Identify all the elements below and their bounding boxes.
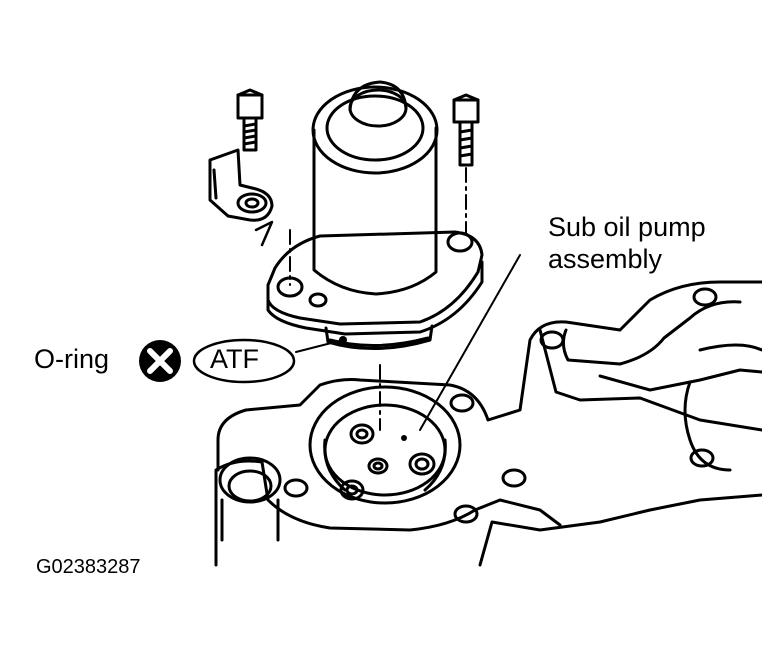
- bracket: [208, 148, 274, 222]
- atf-label: ATF: [210, 344, 259, 374]
- x-circle-icon: [139, 340, 181, 382]
- figure-code: G02383287: [36, 556, 141, 578]
- pump-mounting-bore: [308, 385, 462, 505]
- o-ring-label: O-ring: [34, 344, 110, 374]
- sub-oil-pump: [266, 80, 484, 351]
- sub-oil-pump-label-line1: Sub oil pump: [548, 212, 706, 242]
- sub-oil-pump-label-line2: assembly: [548, 244, 663, 274]
- bolt-left: [236, 88, 264, 152]
- atf-oval: [192, 338, 296, 384]
- bolt-right: [452, 93, 480, 167]
- transmission-case: [214, 280, 762, 567]
